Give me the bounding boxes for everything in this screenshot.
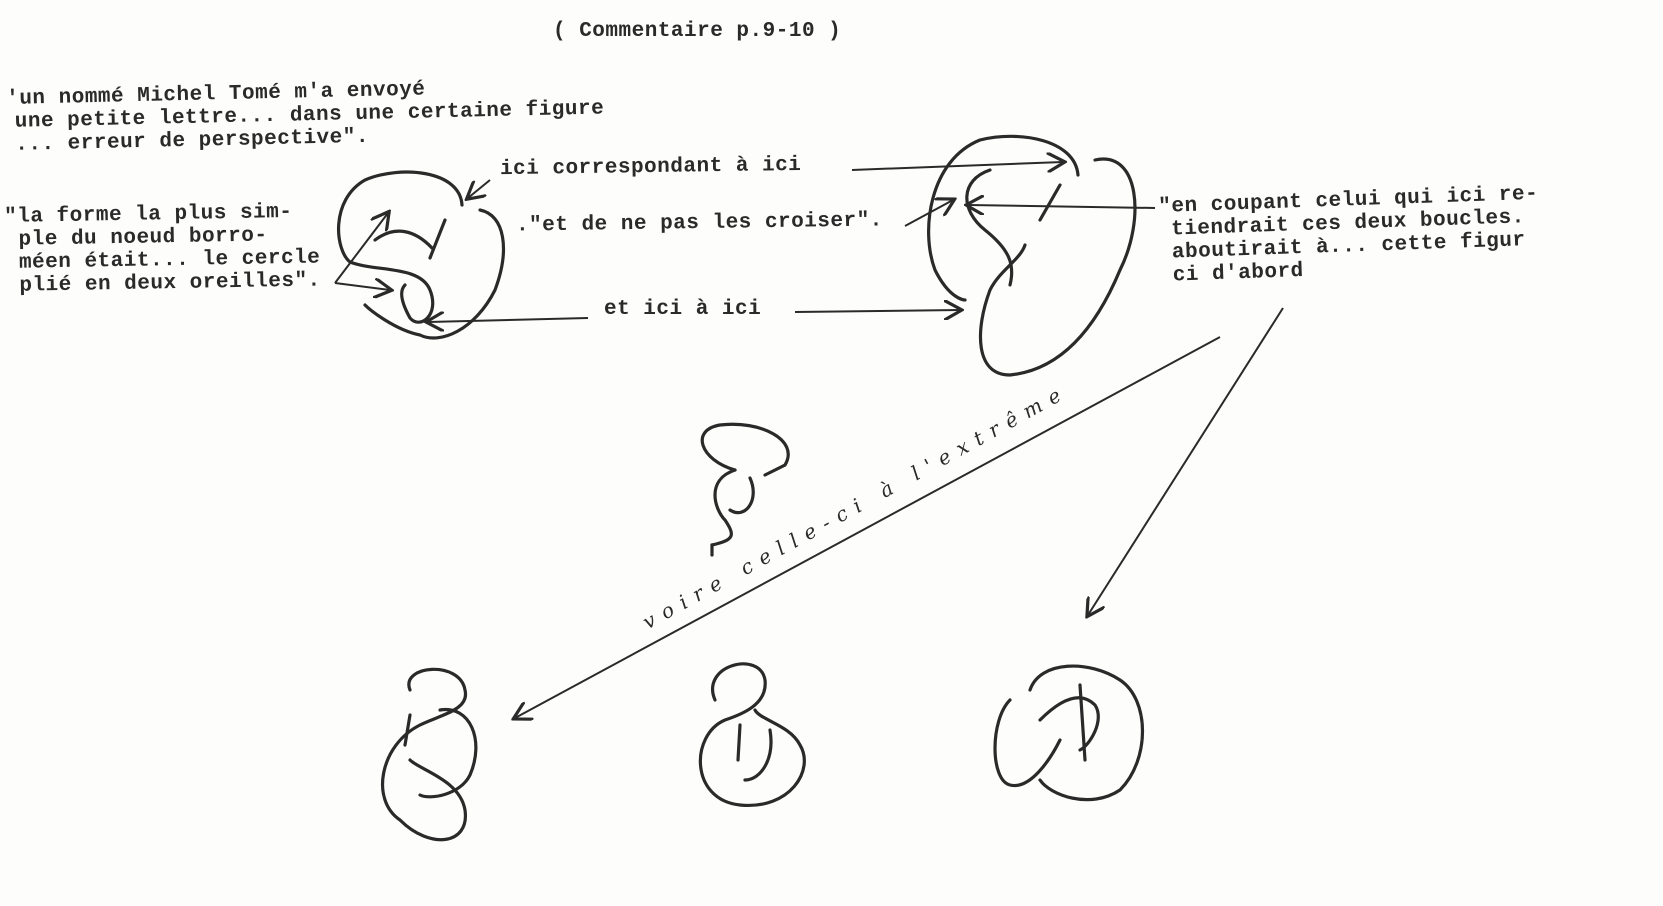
knot-folded-circle-1: [336, 170, 506, 340]
annotation-arrows: [334, 162, 1284, 718]
knot-bottom-1: [381, 667, 478, 842]
knot-bottom-3: [993, 664, 1145, 802]
knot-small: [700, 422, 790, 557]
page-title: ( Commentaire p.9-10 ): [553, 20, 842, 43]
knot-folded-circle-2: [927, 134, 1137, 377]
label-et-ici: et ici à ici: [604, 298, 762, 321]
knot-bottom-2: [698, 662, 806, 807]
